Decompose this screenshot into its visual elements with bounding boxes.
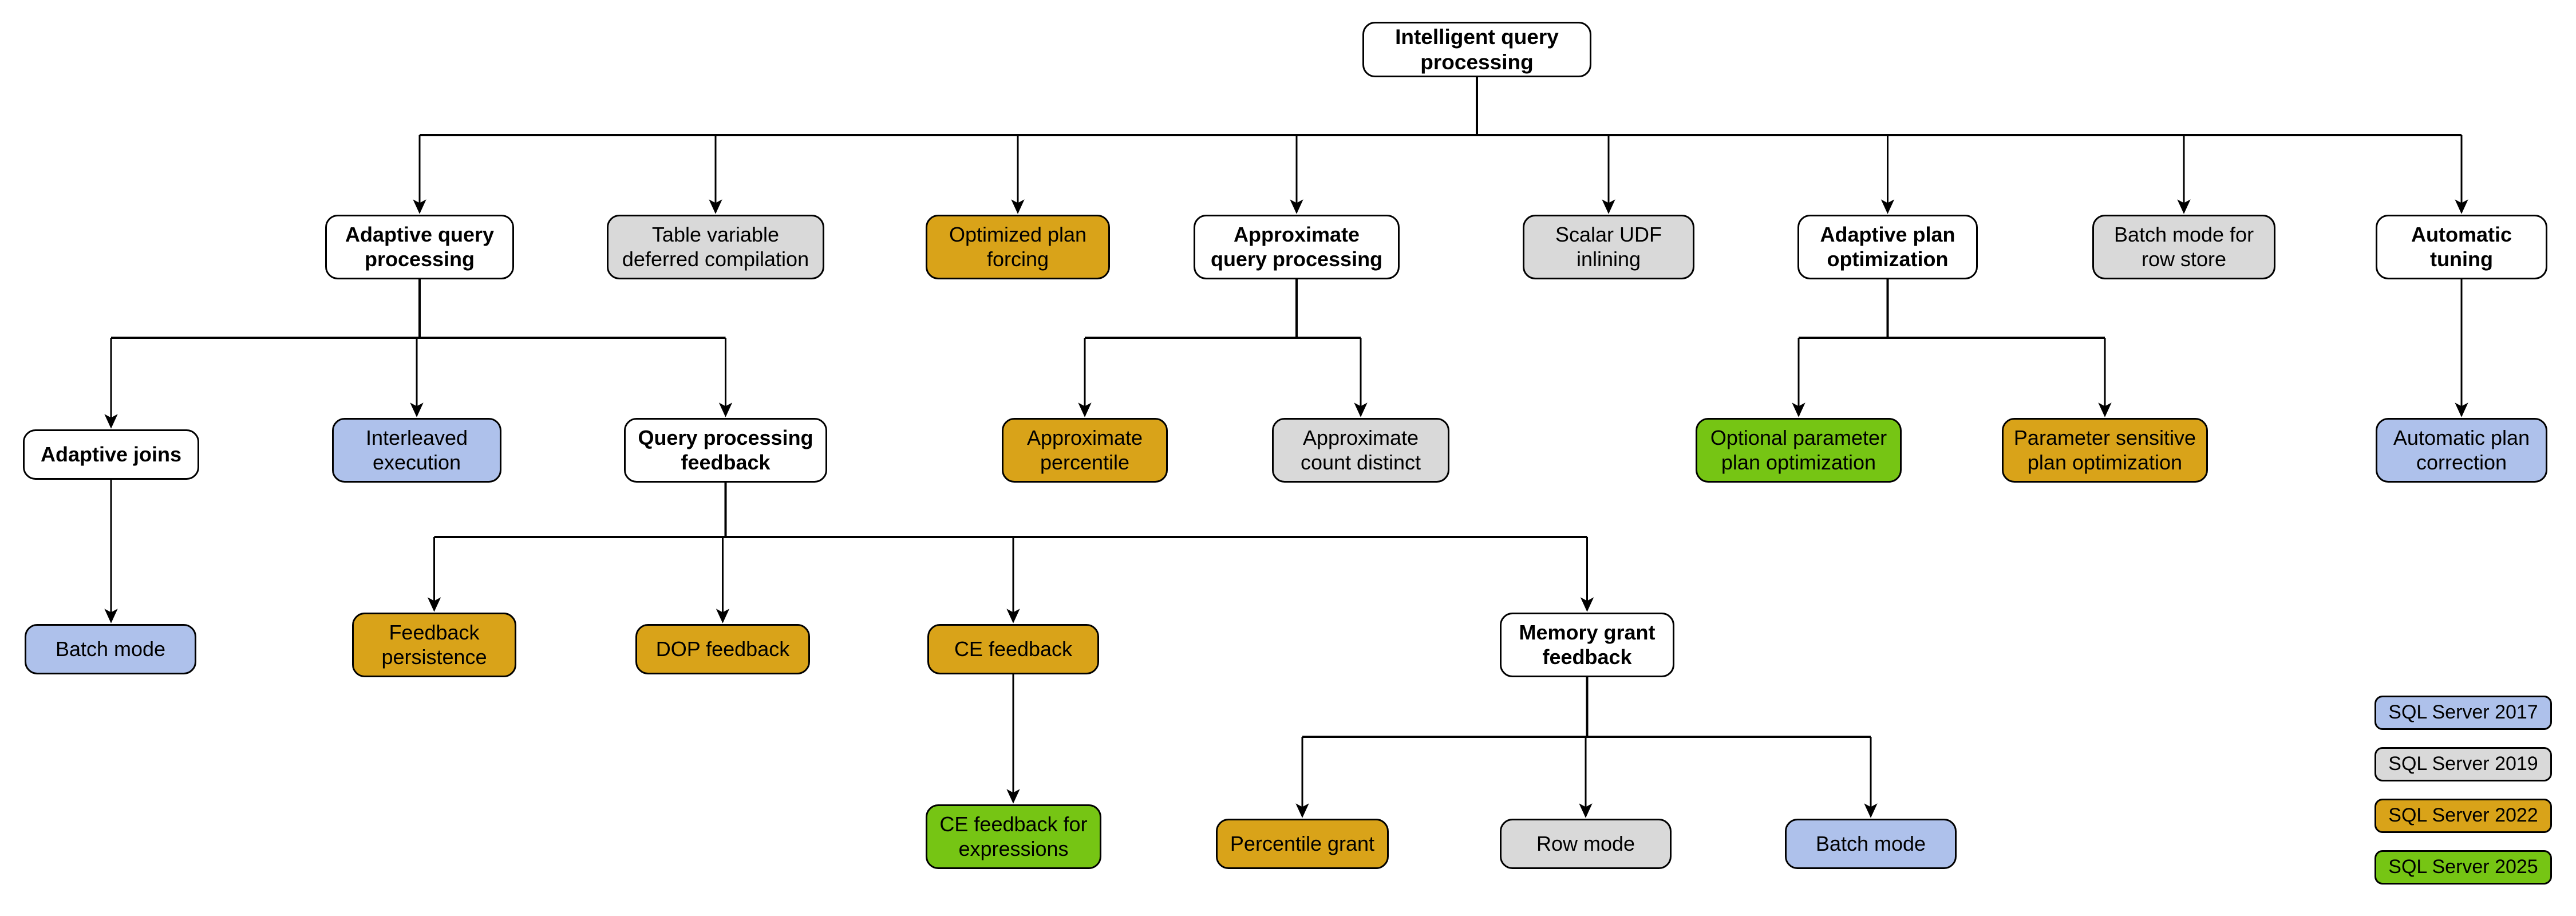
node-root[interactable]: Intelligent query processing [1362, 22, 1591, 77]
node-rowmode[interactable]: Row mode [1500, 819, 1672, 869]
node-mgf[interactable]: Memory grant feedback [1500, 613, 1674, 677]
node-qpf[interactable]: Query processing feedback [624, 418, 827, 483]
legend-item-3: SQL Server 2025 [2374, 850, 2552, 885]
node-label-adaptivejoins: Adaptive joins [40, 442, 182, 466]
node-batchmode1[interactable]: Batch mode [25, 624, 196, 674]
legend-item-0: SQL Server 2017 [2374, 696, 2552, 730]
node-label-psp: Parameter sensitive plan optimization [2013, 426, 2196, 474]
node-approxcd[interactable]: Approximate count distinct [1272, 418, 1449, 483]
node-batchmode2[interactable]: Batch mode [1785, 819, 1957, 869]
node-cefb[interactable]: CE feedback [927, 624, 1099, 674]
node-label-batchmode2: Batch mode [1815, 831, 1926, 855]
node-label-fbpersist: Feedback persistence [381, 621, 487, 669]
node-cefbexpr[interactable]: CE feedback for expressions [926, 804, 1101, 869]
node-label-apc: Automatic plan correction [2393, 426, 2530, 474]
node-adaptivejoins[interactable]: Adaptive joins [23, 429, 199, 480]
node-label-root: Intelligent query processing [1395, 25, 1559, 74]
node-label-dopfb: DOP feedback [655, 637, 790, 661]
node-label-autotune: Automatic tuning [2411, 223, 2512, 271]
node-bmrs[interactable]: Batch mode for row store [2092, 215, 2275, 279]
node-label-mgf: Memory grant feedback [1519, 621, 1656, 669]
node-psp[interactable]: Parameter sensitive plan optimization [2002, 418, 2208, 483]
legend-item-label-2: SQL Server 2022 [2388, 804, 2538, 827]
node-interleaved[interactable]: Interleaved execution [332, 418, 501, 483]
node-udf[interactable]: Scalar UDF inlining [1523, 215, 1694, 279]
node-label-qpf: Query processing feedback [638, 426, 813, 474]
node-label-oppo: Optional parameter plan optimization [1710, 426, 1887, 474]
legend-item-label-1: SQL Server 2019 [2388, 753, 2538, 775]
node-aqp[interactable]: Adaptive query processing [325, 215, 514, 279]
node-oppo[interactable]: Optional parameter plan optimization [1696, 418, 1902, 483]
legend-item-1: SQL Server 2019 [2374, 747, 2552, 781]
node-label-approxpct: Approximate percentile [1026, 426, 1143, 474]
node-label-cefb: CE feedback [954, 637, 1073, 661]
node-approxqp[interactable]: Approximate query processing [1194, 215, 1400, 279]
node-label-rowmode: Row mode [1536, 831, 1635, 855]
node-tvdc[interactable]: Table variable deferred compilation [607, 215, 824, 279]
legend-item-2: SQL Server 2022 [2374, 799, 2552, 833]
node-label-bmrs: Batch mode for row store [2113, 223, 2254, 271]
node-label-aqp: Adaptive query processing [345, 223, 495, 271]
node-label-approxqp: Approximate query processing [1210, 223, 1383, 271]
node-apc[interactable]: Automatic plan correction [2376, 418, 2547, 483]
node-pctgrant[interactable]: Percentile grant [1216, 819, 1389, 869]
node-label-batchmode1: Batch mode [55, 637, 166, 661]
node-autotune[interactable]: Automatic tuning [2376, 215, 2547, 279]
legend-item-label-0: SQL Server 2017 [2388, 701, 2538, 724]
node-label-interleaved: Interleaved execution [365, 426, 468, 474]
node-label-opf: Optimized plan forcing [949, 223, 1087, 271]
node-label-udf: Scalar UDF inlining [1555, 223, 1662, 271]
node-label-cefbexpr: CE feedback for expressions [939, 812, 1088, 860]
node-label-approxcd: Approximate count distinct [1300, 426, 1421, 474]
node-approxpct[interactable]: Approximate percentile [1002, 418, 1168, 483]
legend-item-label-3: SQL Server 2025 [2388, 856, 2538, 878]
node-label-apo: Adaptive plan optimization [1820, 223, 1955, 271]
node-opf[interactable]: Optimized plan forcing [926, 215, 1110, 279]
node-apo[interactable]: Adaptive plan optimization [1797, 215, 1978, 279]
node-label-pctgrant: Percentile grant [1230, 831, 1375, 855]
node-fbpersist[interactable]: Feedback persistence [352, 613, 516, 677]
node-label-tvdc: Table variable deferred compilation [622, 223, 809, 271]
node-dopfb[interactable]: DOP feedback [635, 624, 810, 674]
